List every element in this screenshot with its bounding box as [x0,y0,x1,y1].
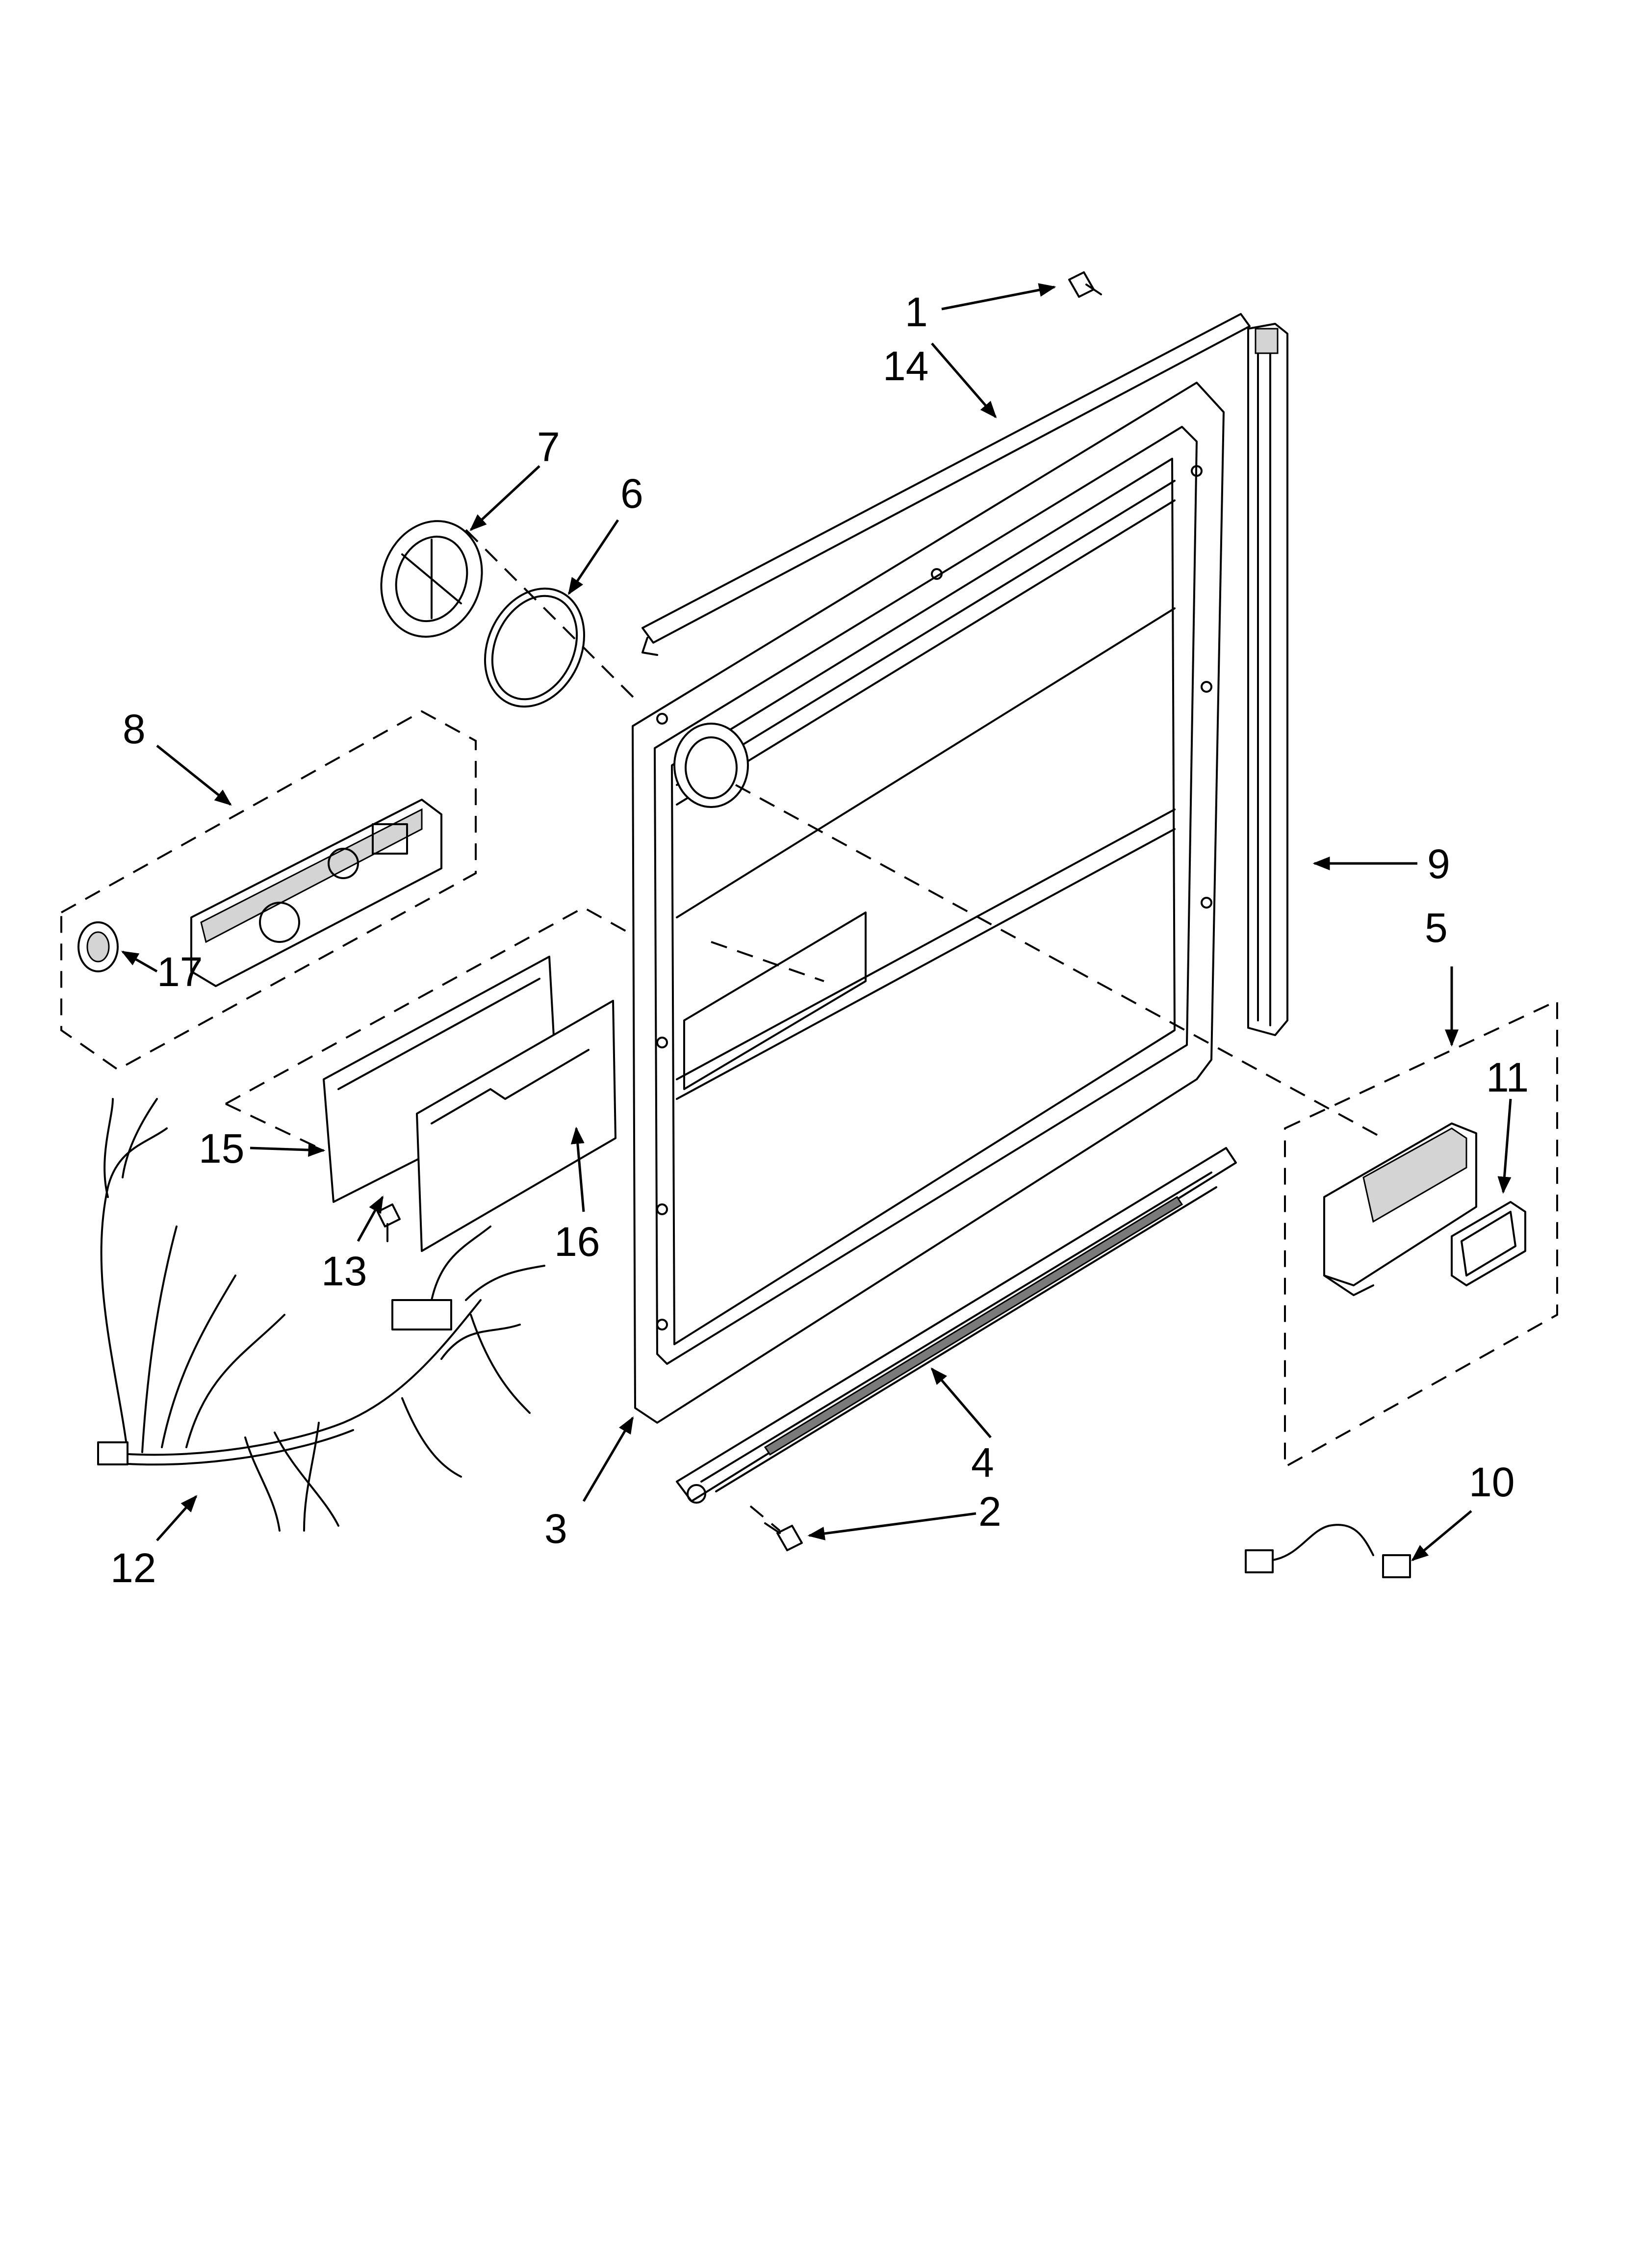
callout-9: 9 [1427,841,1450,887]
inlet-gasket [1451,1201,1526,1286]
callout-10: 10 [1469,1459,1514,1505]
jumper-cable [1245,1524,1411,1578]
control-knob [77,921,119,972]
control-board-group [225,906,628,1252]
wire-harness [97,1098,545,1532]
bottom-door-rail [676,1147,1237,1504]
callout-17: 17 [157,949,203,995]
callout-13: 13 [321,1248,367,1294]
screw-top [1068,271,1102,298]
callout-6: 6 [620,470,643,517]
control-console-group [60,710,477,1071]
vent-grille [380,520,483,638]
callout-1: 1 [905,289,928,335]
callout-8: 8 [123,706,146,752]
inlet-assembly-group [1284,999,1558,1469]
alignment-lines [465,529,1384,1532]
callout-15: 15 [199,1125,244,1172]
callout-7: 7 [537,424,560,470]
leader-lines [121,283,1512,1562]
callout-16: 16 [554,1219,600,1265]
callout-labels: 1 14 7 6 8 9 5 11 17 15 13 16 4 2 3 10 1… [110,289,1529,1591]
inner-door-panel [632,382,1225,1424]
callout-4: 4 [971,1439,994,1486]
callout-11: 11 [1486,1054,1529,1100]
side-door-gasket [1247,323,1288,1036]
callout-3: 3 [544,1506,567,1552]
top-trim-rail [641,313,1251,656]
seal-ring [484,587,586,708]
callout-12: 12 [110,1545,156,1591]
board-screw [377,1203,401,1242]
callout-14: 14 [883,343,928,389]
screw-bottom [764,1522,803,1551]
callout-2: 2 [978,1488,1001,1535]
callout-5: 5 [1425,905,1448,951]
